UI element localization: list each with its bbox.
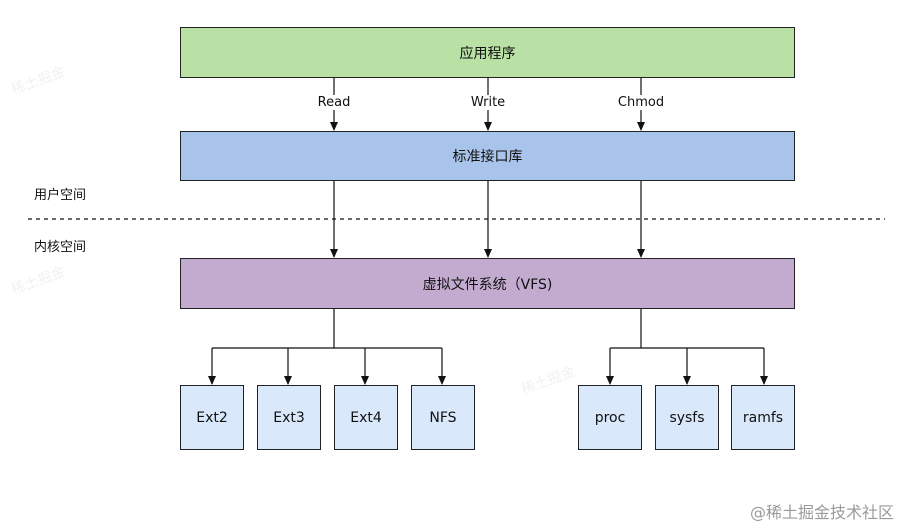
fs-label: sysfs: [669, 409, 705, 426]
app-layer-label: 应用程序: [459, 45, 516, 62]
fs-box-proc: proc: [578, 385, 642, 450]
fs-box-ext2: Ext2: [180, 385, 244, 450]
fs-box-ramfs: ramfs: [731, 385, 795, 450]
op-label-write: Write: [468, 95, 508, 110]
app-layer-box: 应用程序: [180, 27, 795, 78]
fs-label: ramfs: [742, 409, 784, 426]
op-label-chmod: Chmod: [615, 95, 667, 110]
vfs-layer-label: 虚拟文件系统（VFS): [422, 276, 553, 293]
fs-box-sysfs: sysfs: [655, 385, 719, 450]
fs-label: Ext4: [350, 409, 382, 426]
op-label-read: Read: [315, 95, 353, 110]
fs-box-ext4: Ext4: [334, 385, 398, 450]
std-lib-layer-box: 标准接口库: [180, 131, 795, 181]
kernel-space-label: 内核空间: [34, 240, 87, 255]
fs-label: proc: [594, 409, 626, 426]
site-watermark: @稀土掘金技术社区: [749, 503, 894, 522]
fs-box-nfs: NFS: [411, 385, 475, 450]
user-space-label: 用户空间: [34, 188, 87, 203]
vfs-layer-box: 虚拟文件系统（VFS): [180, 258, 795, 309]
fs-box-ext3: Ext3: [257, 385, 321, 450]
fs-label: NFS: [429, 409, 457, 426]
fs-label: Ext2: [196, 409, 228, 426]
fs-label: Ext3: [273, 409, 305, 426]
std-lib-layer-label: 标准接口库: [452, 149, 523, 165]
